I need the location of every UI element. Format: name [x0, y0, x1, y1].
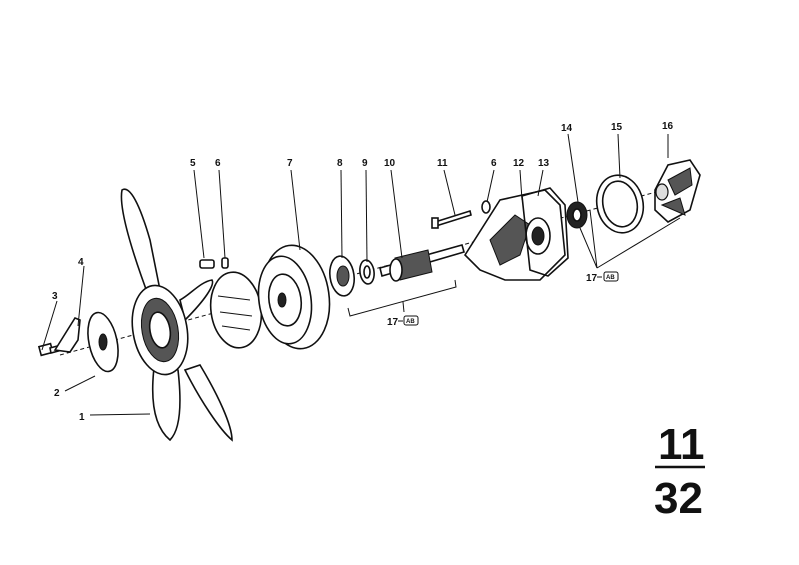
- part-10-shaft: [379, 244, 465, 282]
- leader-lines: [41, 133, 681, 416]
- part-9-ring: [359, 259, 375, 285]
- callout-17-right: 17: [586, 273, 598, 284]
- part-12-pump-housing: [463, 189, 566, 281]
- callout-13: 13: [538, 158, 550, 169]
- part-4-lock-plate: [53, 317, 81, 353]
- part-11-bolt: [431, 209, 472, 229]
- callout-6-left: 6: [215, 158, 221, 169]
- callout-2: 2: [54, 388, 60, 399]
- group-box-right-text: AB: [606, 275, 615, 281]
- group-box-left: AB: [398, 315, 419, 326]
- callout-8: 8: [337, 158, 343, 169]
- callout-11: 11: [437, 158, 448, 169]
- callout-7: 7: [287, 158, 293, 169]
- group-box-right: AB: [597, 271, 619, 282]
- callout-1: 1: [79, 412, 85, 423]
- callout-5: 5: [190, 158, 196, 169]
- part-1-fan: [120, 188, 233, 442]
- callout-10: 10: [384, 158, 396, 169]
- page-ref-denominator: 32: [654, 474, 703, 523]
- part-15-sealing-ring: [595, 174, 645, 234]
- part-6-washer-left: [221, 257, 229, 269]
- callout-17-left: 17: [387, 317, 399, 328]
- part-7-pulley: [257, 244, 331, 350]
- part-14-seal: [566, 201, 588, 229]
- callout-9: 9: [362, 158, 368, 169]
- part-6-washer-right: [481, 200, 491, 214]
- part-5-bolt: [199, 259, 215, 269]
- callout-labels: 1 2 3 4 5 6 7 8 9 10 11 6 12 13 14 15 16…: [52, 121, 674, 423]
- callout-4: 4: [78, 257, 84, 268]
- callout-6-right: 6: [491, 158, 497, 169]
- part-2-hub-washer: [87, 311, 119, 373]
- callout-14: 14: [561, 123, 573, 134]
- callout-12: 12: [513, 158, 525, 169]
- page-reference: 11 32: [654, 420, 705, 523]
- callout-3: 3: [52, 291, 58, 302]
- group-box-left-text: AB: [406, 319, 415, 325]
- callout-15: 15: [611, 122, 623, 133]
- part-8-flange: [328, 255, 356, 297]
- fan-coupling: [209, 271, 263, 349]
- part-16-impeller: [654, 159, 701, 223]
- page-ref-numerator: 11: [658, 420, 705, 469]
- callout-16: 16: [662, 121, 674, 132]
- part-13-gasket: [521, 187, 569, 277]
